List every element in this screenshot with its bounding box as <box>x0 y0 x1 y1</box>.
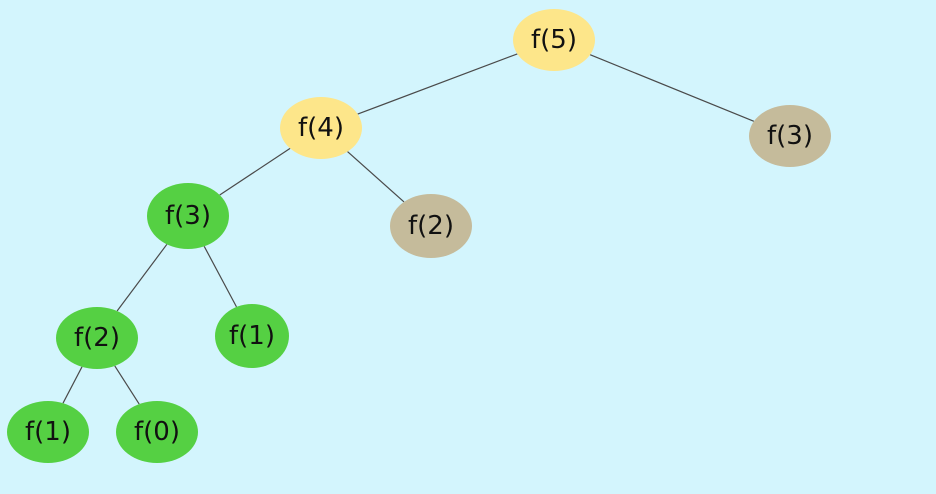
node-label: f(0) <box>134 417 180 447</box>
edge-n2-n4 <box>219 147 291 196</box>
node-ellipse-computed <box>116 401 198 463</box>
edge-n1-n3 <box>589 54 755 122</box>
edge-n2-n5 <box>347 151 405 203</box>
tree-node: f(2) <box>390 194 472 258</box>
edge-n4-n6 <box>116 243 168 312</box>
node-label: f(2) <box>408 211 454 241</box>
tree-node: f(1) <box>215 304 289 368</box>
edge-n4-n7 <box>203 246 238 308</box>
node-label: f(2) <box>74 323 120 353</box>
node-ellipse-computed <box>7 401 89 463</box>
node-ellipse-memoized <box>749 105 831 167</box>
node-label: f(1) <box>229 321 275 351</box>
node-label: f(3) <box>767 121 813 151</box>
edge-n6-n9 <box>114 365 140 405</box>
node-ellipse-memoized <box>390 194 472 258</box>
edges-layer <box>62 53 755 405</box>
tree-node: f(0) <box>116 401 198 463</box>
node-ellipse-computed <box>215 304 289 368</box>
tree-node: f(5) <box>513 9 595 71</box>
node-ellipse-active <box>513 9 595 71</box>
tree-node: f(3) <box>147 183 229 249</box>
tree-node: f(4) <box>280 97 362 159</box>
node-label: f(4) <box>298 113 344 143</box>
nodes-layer: f(5) f(4) f(3) f(3) f(2) f(2) f(1) f(1) f(0) <box>7 9 831 463</box>
node-label: f(5) <box>531 25 577 55</box>
edge-n6-n8 <box>62 366 83 404</box>
node-ellipse-computed <box>56 307 138 369</box>
tree-node: f(3) <box>749 105 831 167</box>
node-label: f(1) <box>25 417 71 447</box>
tree-node: f(2) <box>56 307 138 369</box>
tree-node: f(1) <box>7 401 89 463</box>
node-label: f(3) <box>165 201 211 231</box>
node-ellipse-active <box>280 97 362 159</box>
node-ellipse-computed <box>147 183 229 249</box>
edge-n1-n2 <box>357 53 518 115</box>
